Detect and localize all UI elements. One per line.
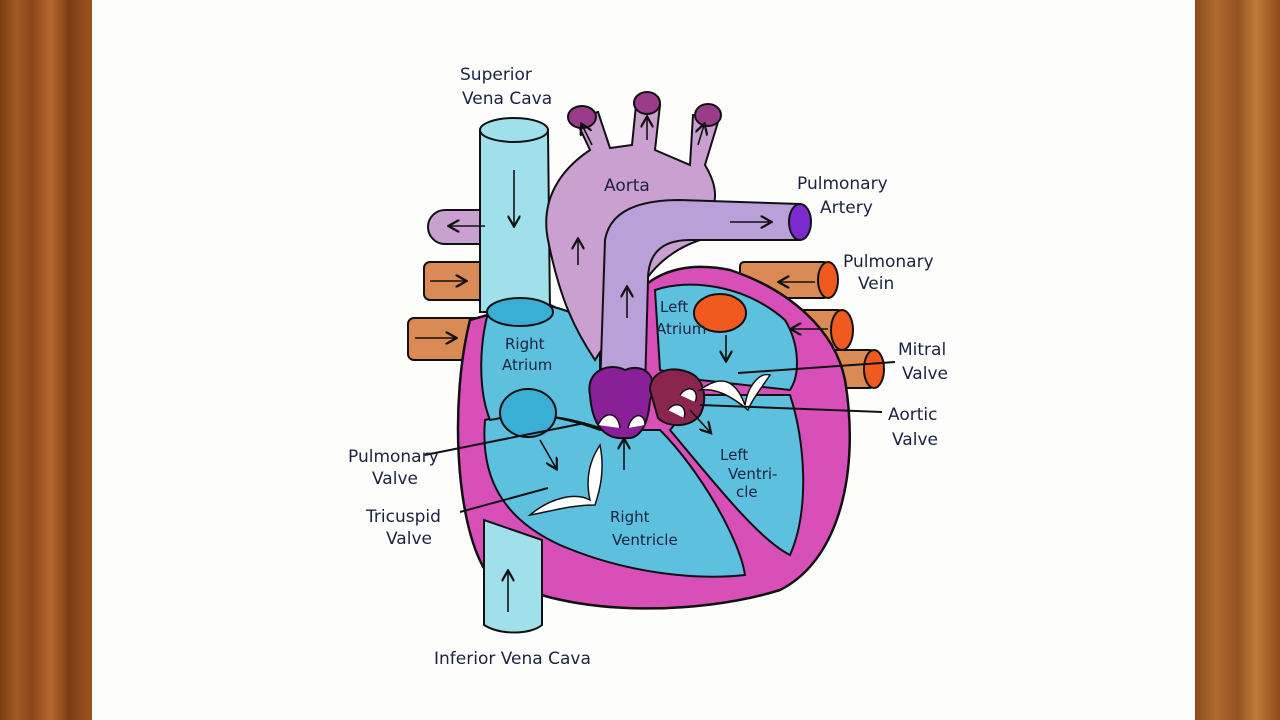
mitral-valve-shape [697,373,772,412]
right-atrium-opening [499,388,557,438]
pulmonary-valve-shape [588,366,655,440]
label-pulmonary-artery-2: Artery [820,198,873,218]
label-vena-cava-top: Vena Cava [462,89,552,109]
wood-frame-right [1195,0,1280,720]
label-mitral: Mitral [898,340,946,360]
label-tricuspid: Tricuspid [365,507,441,527]
left-ventricle-chamber [668,394,805,557]
label-left-atrium-1: Left [660,298,688,316]
flow-arrows [415,118,828,612]
label-right-atrium-1: Right [505,335,545,353]
label-left-ventricle-1: Left [720,446,748,464]
label-pulmonary-valve-2: Valve [372,469,418,489]
label-pulmonary-vein-2: Vein [858,274,894,294]
pulmonary-artery [598,198,812,391]
wood-frame-left [0,0,92,720]
label-tricuspid-valve: Valve [386,529,432,549]
label-inferior-vena-cava: Inferior Vena Cava [434,649,591,669]
label-mitral-valve: Valve [902,364,948,384]
label-right-ventricle-2: Ventricle [612,531,678,549]
label-left-ventricle-3: cle [736,483,758,501]
label-aortic: Aortic [888,405,937,425]
label-left-ventricle-2: Ventri- [728,465,777,483]
label-left-atrium-2: Atrium [656,320,706,338]
label-pulmonary-valve-1: Pulmonary [348,447,439,467]
inferior-vena-cava [483,518,543,634]
label-pulmonary-artery-1: Pulmonary [797,174,888,194]
label-right-atrium-2: Atrium [502,356,552,374]
label-aorta: Aorta [604,176,650,196]
leader-lines [424,361,896,513]
label-right-ventricle-1: Right [610,508,650,526]
tricuspid-valve-shape [527,443,603,517]
label-superior: Superior [460,65,532,85]
label-pulmonary-vein-1: Pulmonary [843,252,934,272]
label-aortic-valve: Valve [892,430,938,450]
superior-vena-cava [479,117,554,327]
left-atrium-opening [693,293,747,333]
